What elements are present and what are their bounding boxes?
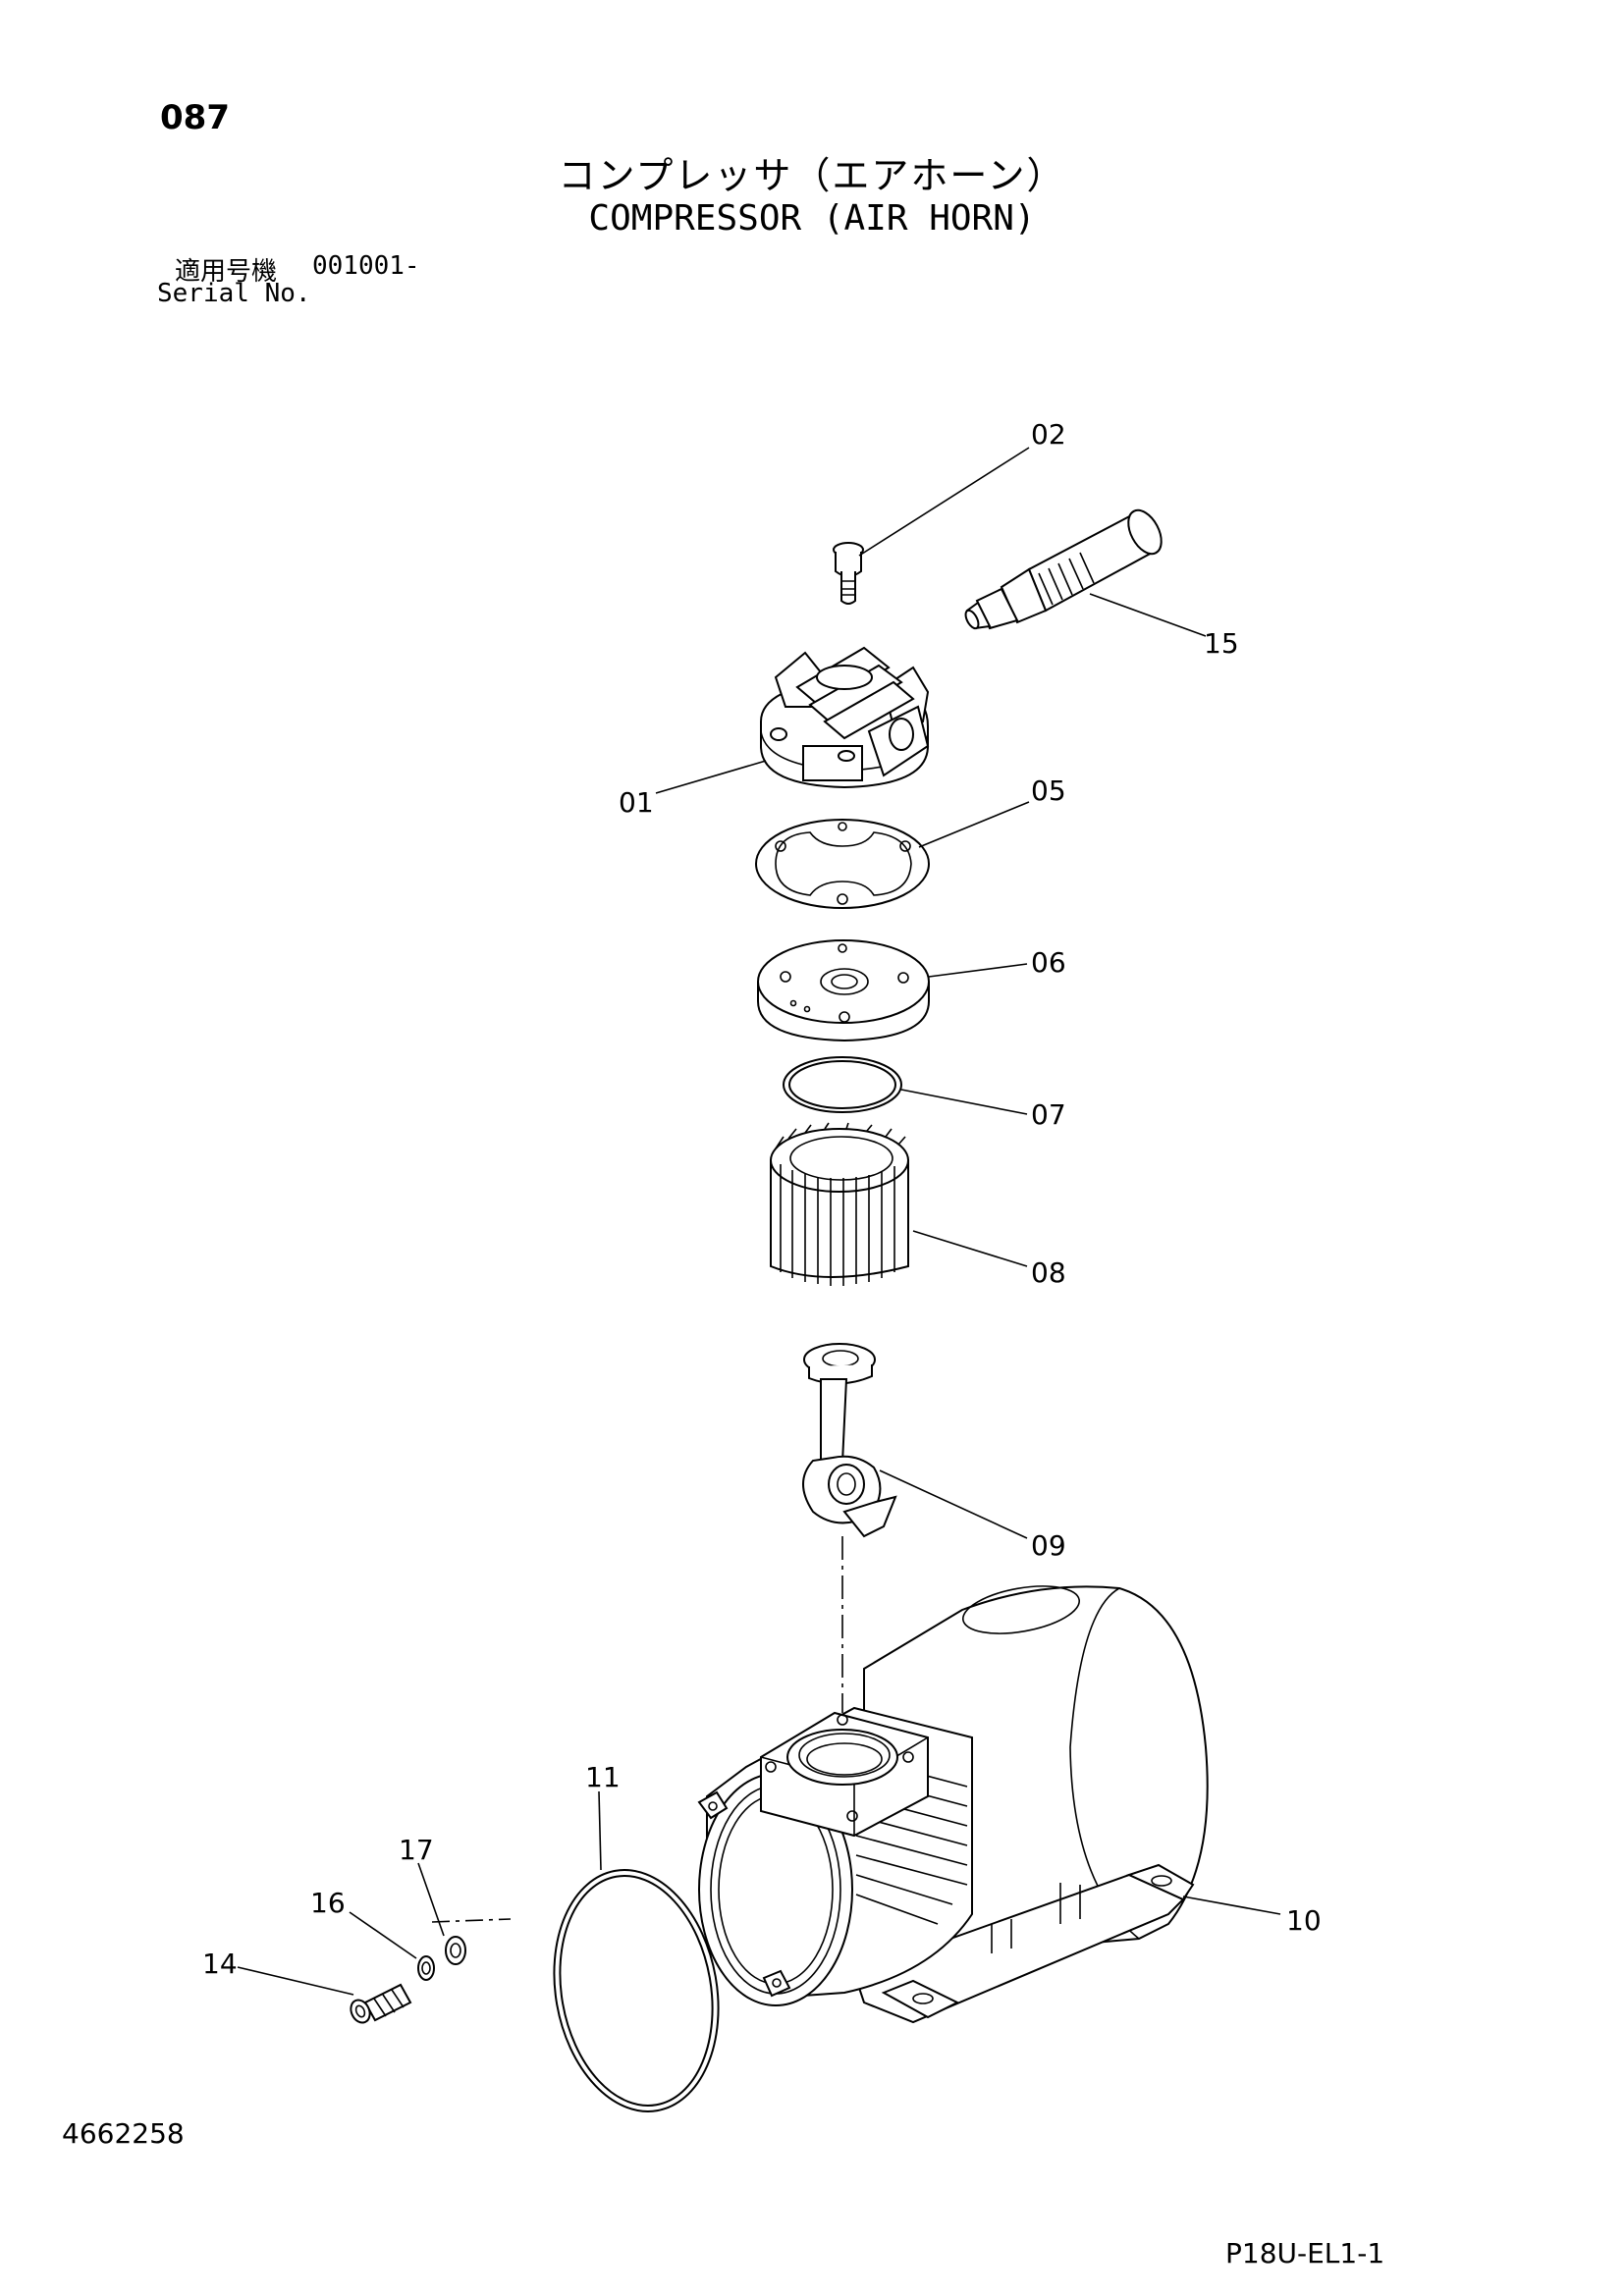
part-06-valve-plate[interactable] [757, 939, 930, 1042]
title-english: COMPRESSOR (AIR HORN) [588, 198, 1036, 239]
callout-15: 15 [1204, 627, 1239, 660]
document-number: 4662258 [62, 2117, 185, 2150]
part-15-air-horn[interactable] [963, 505, 1168, 630]
callout-16: 16 [310, 1887, 346, 1919]
callout-01: 01 [619, 786, 654, 819]
part-16-spring-washer[interactable] [417, 1955, 435, 1981]
title-japanese: コンプレッサ（エアホーン） [558, 154, 1066, 197]
part-10-motor-housing[interactable] [697, 1578, 1209, 2024]
callout-09: 09 [1031, 1529, 1066, 1562]
callout-05: 05 [1031, 774, 1066, 807]
serial-label-japanese: 適用号機 [175, 257, 278, 287]
part-02-nozzle[interactable] [833, 542, 864, 605]
part-09-connecting-rod[interactable] [802, 1343, 897, 1538]
callout-07: 07 [1031, 1098, 1066, 1131]
part-14-bolt[interactable] [348, 1983, 412, 2026]
part-07-o-ring[interactable] [783, 1056, 902, 1113]
callout-labels: 02 15 01 05 06 07 08 09 10 11 14 16 17 [202, 418, 1322, 1980]
part-01-cylinder-head[interactable] [760, 646, 930, 789]
part-05-gasket[interactable] [755, 819, 930, 909]
callout-17: 17 [399, 1834, 434, 1866]
callout-14: 14 [202, 1948, 238, 1980]
bolt-axis-line [431, 1918, 512, 1923]
callout-06: 06 [1031, 946, 1066, 979]
callout-02: 02 [1031, 418, 1066, 451]
serial-label-english: Serial No. [157, 279, 311, 308]
callout-10: 10 [1286, 1904, 1322, 1937]
page-number: 087 [160, 98, 230, 137]
callout-08: 08 [1031, 1256, 1066, 1289]
part-08-cylinder[interactable] [770, 1122, 909, 1286]
part-17-flat-washer[interactable] [445, 1936, 466, 1965]
serial-value: 001001- [312, 251, 420, 281]
callout-11: 11 [585, 1761, 621, 1793]
page-code: P18U-EL1-1 [1225, 2237, 1385, 2269]
part-11-large-o-ring[interactable] [536, 1857, 737, 2125]
leader-lines [237, 447, 1281, 1996]
